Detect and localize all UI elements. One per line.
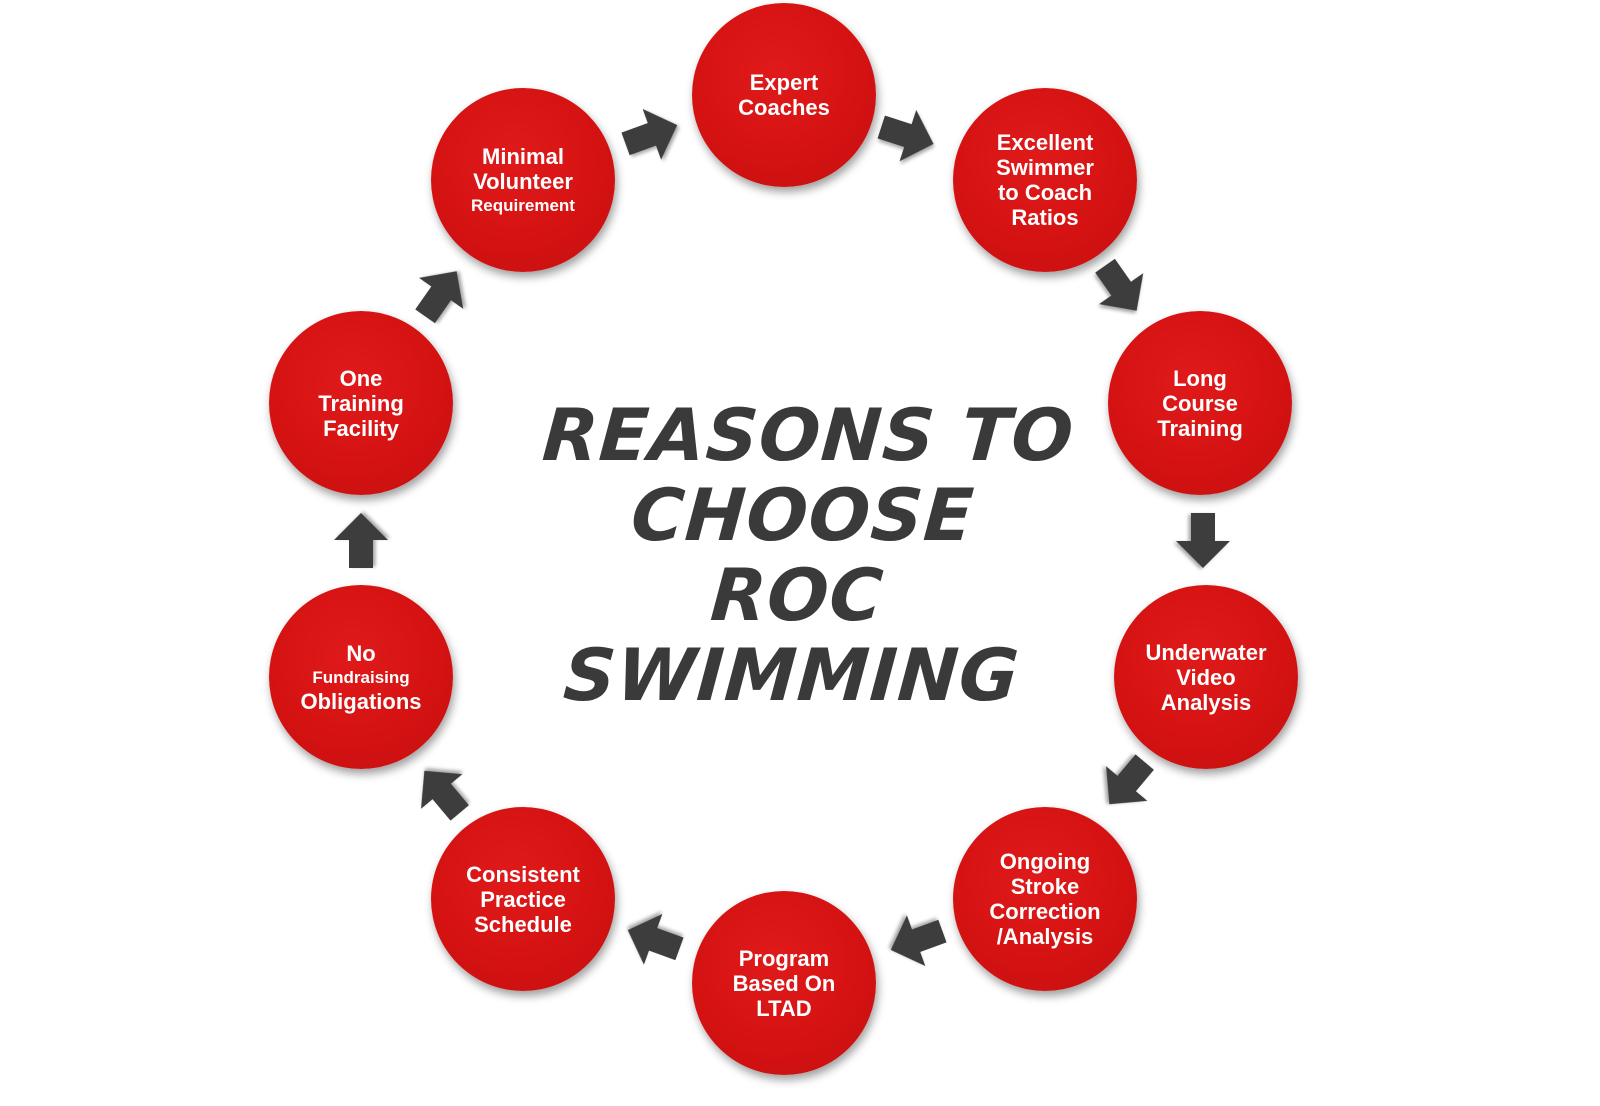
title-line-1: REASONS TO bbox=[539, 393, 1077, 477]
node-label-line: Course bbox=[1162, 390, 1238, 416]
node-label-line: Correction bbox=[989, 899, 1101, 924]
node-label-line: Long bbox=[1173, 365, 1227, 391]
block-arrow-icon bbox=[1176, 513, 1230, 568]
node-label-line: Video bbox=[1176, 664, 1236, 690]
node-label-line: Minimal bbox=[482, 143, 564, 169]
node-label-line: Schedule bbox=[474, 911, 572, 937]
block-arrow-icon bbox=[1095, 258, 1144, 311]
node-label-line: /Analysis bbox=[996, 924, 1094, 949]
node-label-line: Excellent bbox=[996, 130, 1094, 155]
node-label-line: Training bbox=[318, 390, 404, 416]
block-arrow-icon bbox=[334, 513, 388, 568]
node-label-line: Requirement bbox=[471, 195, 575, 215]
node-label-line: Fundraising bbox=[312, 667, 410, 687]
node-label-line: Expert bbox=[749, 70, 819, 95]
node-label-line: Swimmer bbox=[996, 155, 1094, 180]
node-label-line: to Coach bbox=[997, 180, 1093, 205]
node-label-line: Program bbox=[738, 945, 830, 971]
node-label-line: Underwater bbox=[1145, 639, 1267, 665]
node-label-line: Analysis bbox=[1160, 689, 1252, 715]
diagram-title: REASONS TO CHOOSE ROC SWIMMING bbox=[469, 393, 1131, 717]
node-label-line: Coaches bbox=[738, 95, 830, 120]
node-label-line: Ongoing bbox=[999, 849, 1091, 874]
node-label-line: Volunteer bbox=[473, 168, 573, 194]
node-label-line: One bbox=[339, 365, 383, 391]
block-arrow-icon bbox=[627, 913, 684, 965]
node-label-line: Consistent bbox=[466, 861, 580, 887]
block-arrow-icon bbox=[621, 108, 678, 160]
block-arrow-icon bbox=[877, 109, 934, 162]
node-label-line: LTAD bbox=[756, 995, 812, 1021]
block-arrow-icon bbox=[1106, 754, 1154, 805]
title-line-2: CHOOSE bbox=[628, 473, 978, 557]
node-label-line: Facility bbox=[323, 415, 399, 441]
node-label-line: Practice bbox=[480, 886, 566, 912]
node-label-line: Stroke bbox=[1010, 874, 1080, 899]
block-arrow-icon bbox=[415, 271, 464, 324]
title-line-3: ROC SWIMMING bbox=[560, 553, 1023, 717]
node-label-line: Obligations bbox=[300, 688, 422, 714]
node-label-line: Training bbox=[1157, 415, 1243, 441]
node-label-line: Ratios bbox=[1011, 205, 1079, 230]
block-arrow-icon bbox=[421, 770, 469, 821]
node-label-line: No bbox=[346, 640, 376, 666]
node-label-line: Based On bbox=[732, 970, 836, 996]
block-arrow-icon bbox=[890, 915, 947, 967]
